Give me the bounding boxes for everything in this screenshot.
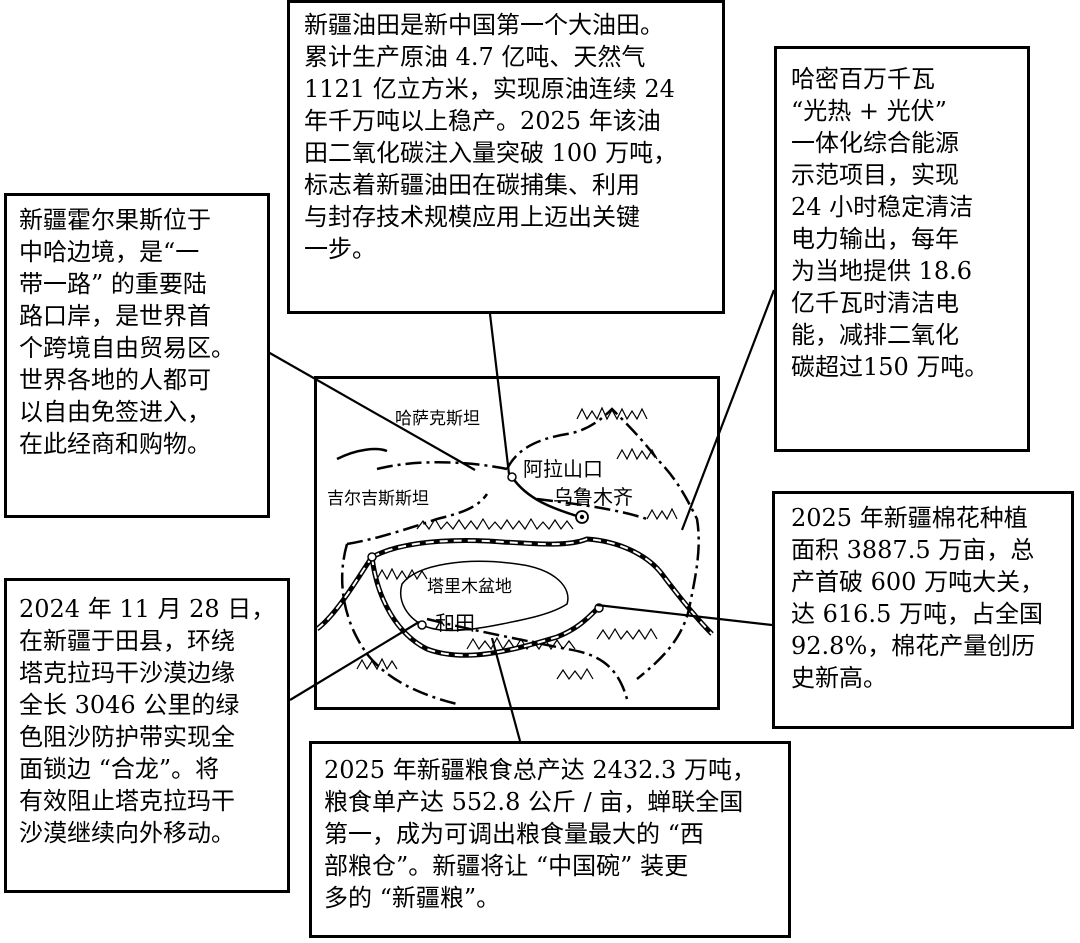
khorgos-callout: 新疆霍尔果斯位于 中哈边境，是“一 带一路” 的重要陆 路口岸，是世界首 个跨境…	[4, 193, 270, 518]
map-label-tarim-basin: 塔里木盆地	[427, 577, 512, 597]
sand-barrier-callout: 2024 年 11 月 28 日， 在新疆于田县，环绕 塔克拉玛干沙漠边缘 全长…	[4, 578, 290, 893]
map-label-kyrgyzstan: 吉尔吉斯斯坦	[327, 489, 429, 509]
alashankou-marker	[507, 472, 517, 482]
cotton-marker	[594, 603, 604, 613]
cotton-callout: 2025 年新疆棉花种植 面积 3887.5 万亩，总 产首破 600 万吨大关…	[772, 491, 1074, 729]
grain-callout: 2025 年新疆粮食总产达 2432.3 万吨， 粮食单产达 552.8 公斤 …	[309, 741, 791, 938]
tarim-basin-outline	[400, 560, 569, 632]
urumqi-marker-center	[579, 514, 585, 520]
map-label-kazakhstan: 哈萨克斯坦	[395, 409, 480, 429]
oilfield-callout: 新疆油田是新中国第一个大油田。 累计生产原油 4.7 亿吨、天然气 1121 亿…	[287, 0, 725, 314]
map-label-urumqi: 乌鲁木齐	[553, 485, 633, 509]
hotan-marker	[417, 620, 427, 630]
hami-energy-callout: 哈密百万千瓦 “光热 + 光伏” 一体化综合能源 示范项目，实现 24 小时稳定…	[774, 46, 1030, 452]
xinjiang-map: 哈萨克斯坦 吉尔吉斯斯坦 阿拉山口 乌鲁木齐 塔里木盆地 和田	[314, 376, 720, 710]
map-drawing	[315, 406, 714, 706]
map-label-alashankou: 阿拉山口	[523, 457, 603, 481]
map-label-hotan: 和田	[435, 611, 475, 635]
khorgos-marker	[367, 552, 377, 562]
